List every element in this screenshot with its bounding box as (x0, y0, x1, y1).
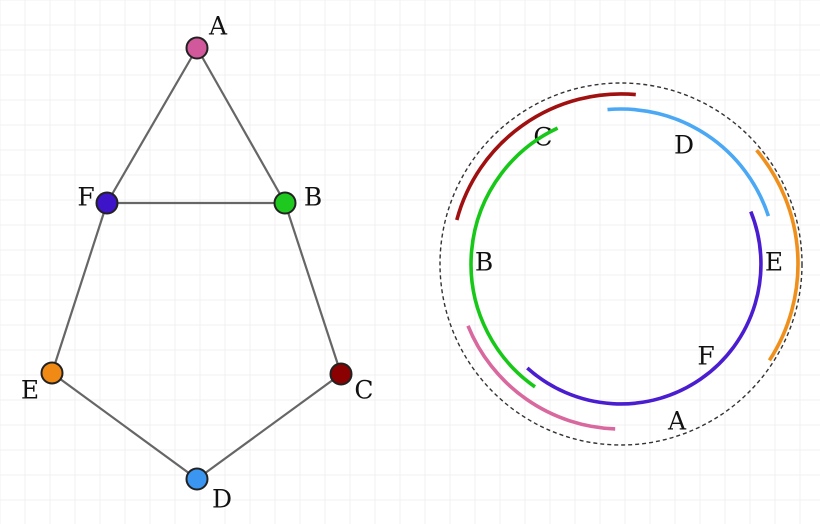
graph-vertex-label-a: A (208, 12, 228, 41)
graph-edge-c-d (196, 373, 342, 480)
graph-vertex-label-f: F (77, 183, 94, 212)
graph-vertex-label-d: D (212, 485, 232, 514)
graph-edges (50, 47, 343, 480)
graph-vertex-label-b: B (304, 183, 322, 212)
graph-edge-a-b (196, 47, 286, 204)
arc-f (526, 210, 763, 406)
arc-b (469, 126, 559, 389)
graph-vertex-b (273, 191, 297, 215)
graph-edge-a-f (106, 47, 198, 204)
arc-label-a: A (667, 407, 687, 436)
arc-a (466, 325, 616, 431)
arc-label-f: F (697, 342, 714, 371)
graph-panel: A B C D E F (21, 12, 374, 514)
graph-vertex-label-c: C (354, 376, 373, 405)
arc-d (607, 107, 771, 217)
graph-vertices: A B C D E F (21, 12, 374, 514)
arc-e (755, 149, 800, 362)
graph-vertex-e (40, 361, 64, 385)
dashed-boundary-circle (439, 82, 803, 446)
graph-vertex-f (95, 191, 119, 215)
graph-vertex-c (329, 362, 353, 386)
arc-label-b: B (475, 248, 493, 277)
arc-label-e: E (765, 248, 783, 277)
arc-label-d: D (674, 131, 694, 160)
graph-edge-b-c (283, 202, 343, 375)
graph-vertex-a (185, 36, 209, 60)
graph-edge-e-d (51, 372, 198, 480)
graph-vertex-d (185, 467, 209, 491)
arc-c (455, 92, 636, 221)
graph-vertex-label-e: E (21, 376, 39, 405)
graph-edge-f-e (50, 202, 109, 374)
